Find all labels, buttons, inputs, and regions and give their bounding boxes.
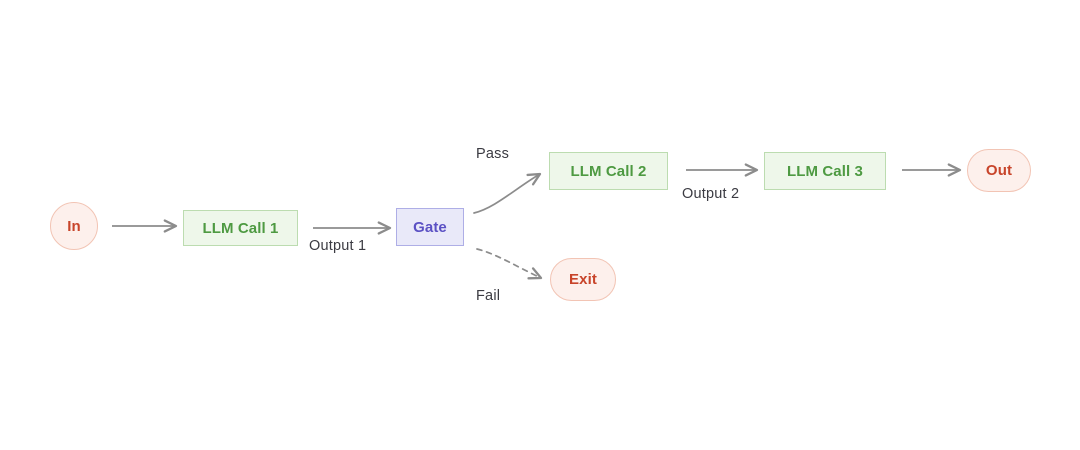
edge-label-output-2: Output 2	[682, 186, 740, 202]
edge-gate-exit	[476, 248, 543, 280]
node-llm-call-1-label: LLM Call 1	[202, 219, 279, 237]
node-out[interactable]: Out	[967, 149, 1031, 192]
node-llm-call-2-label: LLM Call 2	[570, 162, 647, 180]
node-llm-call-3[interactable]: LLM Call 3	[764, 152, 886, 190]
node-out-label: Out	[985, 162, 1013, 179]
edge-label-pass: Pass	[476, 146, 510, 162]
edge-gate-call2	[473, 172, 542, 214]
node-llm-call-1[interactable]: LLM Call 1	[183, 210, 298, 246]
node-in[interactable]: In	[50, 202, 98, 250]
node-exit-label: Exit	[569, 271, 597, 288]
node-in-label: In	[67, 217, 81, 235]
node-llm-call-2[interactable]: LLM Call 2	[549, 152, 668, 190]
edge-label-output-1: Output 1	[309, 238, 367, 254]
node-llm-call-3-label: LLM Call 3	[786, 162, 863, 180]
node-exit[interactable]: Exit	[550, 258, 616, 301]
node-gate-label: Gate	[413, 218, 447, 236]
edge-label-fail: Fail	[476, 288, 501, 304]
node-gate[interactable]: Gate	[396, 208, 464, 246]
